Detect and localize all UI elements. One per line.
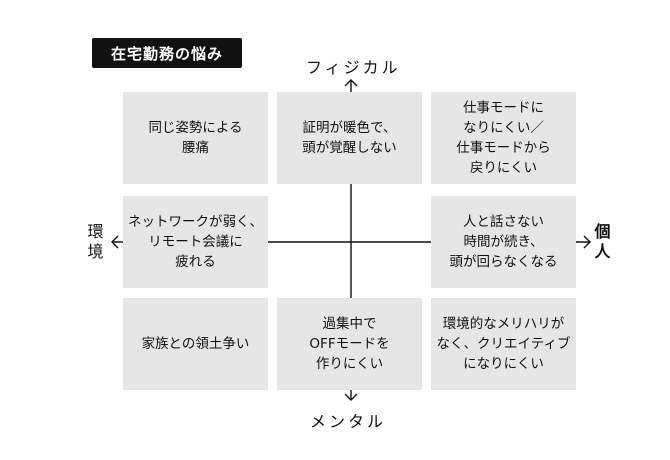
card-line: 疲れる: [175, 254, 216, 270]
arrow-up-icon: [344, 79, 358, 87]
axis-label-right-char: 人: [594, 242, 614, 261]
card-work-mode-switch: 仕事モードに なりにくい／ 仕事モードから 戻りにくい: [431, 92, 576, 184]
card-line: になりにくい: [463, 356, 544, 372]
card-line: なりにくい／: [463, 120, 544, 136]
card-no-conversation: 人と話さない 時間が続き、 頭が回らなくなる: [431, 196, 576, 288]
card-line: 家族との領土争い: [141, 336, 250, 352]
card-line: 仕事モードに: [463, 100, 544, 116]
card-line: 頭が覚醒しない: [302, 140, 397, 156]
card-no-variation: 環境的なメリハリが なく、クリエイティブ になりにくい: [431, 298, 576, 390]
card-line: 証明が暖色で、: [302, 120, 397, 136]
axis-label-left-char: 環: [87, 222, 107, 241]
axis-label-top: フィジカル: [306, 58, 401, 77]
card-line: リモート会議に: [148, 234, 243, 250]
card-line: 環境的なメリハリが: [442, 316, 565, 332]
card-over-focus: 過集中で OFFモードを 作りにくい: [277, 298, 422, 390]
card-line: 腰痛: [181, 140, 209, 156]
card-line: 戻りにくい: [469, 160, 538, 176]
card-line: 作りにくい: [315, 356, 384, 372]
card-posture-back-pain: 同じ姿勢による 腰痛: [123, 92, 268, 184]
card-warm-lighting: 証明が暖色で、 頭が覚醒しない: [277, 92, 422, 184]
axis-label-bottom: メンタル: [310, 412, 387, 431]
card-line: 人と話さない: [463, 214, 544, 230]
card-line: ネットワークが弱く、: [128, 214, 263, 230]
arrow-left-icon: [111, 235, 119, 249]
card-line: 仕事モードから: [456, 140, 551, 156]
title-text: 在宅勤務の悩み: [110, 44, 223, 63]
card-line: OFFモードを: [309, 336, 390, 352]
card-line: 頭が回らなくなる: [449, 254, 558, 270]
axis-label-left-char: 境: [87, 242, 107, 261]
axis-label-right-char: 個: [594, 222, 614, 241]
card-line: 過集中で: [322, 316, 377, 332]
axis-label-right: 個 人: [593, 222, 615, 262]
card-weak-network: ネットワークが弱く、 リモート会議に 疲れる: [123, 196, 268, 288]
card-line: なく、クリエイティブ: [436, 336, 571, 352]
title-badge: 在宅勤務の悩み: [92, 38, 242, 68]
arrow-down-icon: [344, 393, 358, 401]
card-family-territory: 家族との領土争い: [123, 298, 268, 390]
arrow-right-icon: [583, 235, 591, 249]
axis-label-left: 環 境: [86, 222, 108, 262]
card-line: 時間が続き、: [463, 234, 544, 250]
card-line: 同じ姿勢による: [148, 120, 243, 136]
